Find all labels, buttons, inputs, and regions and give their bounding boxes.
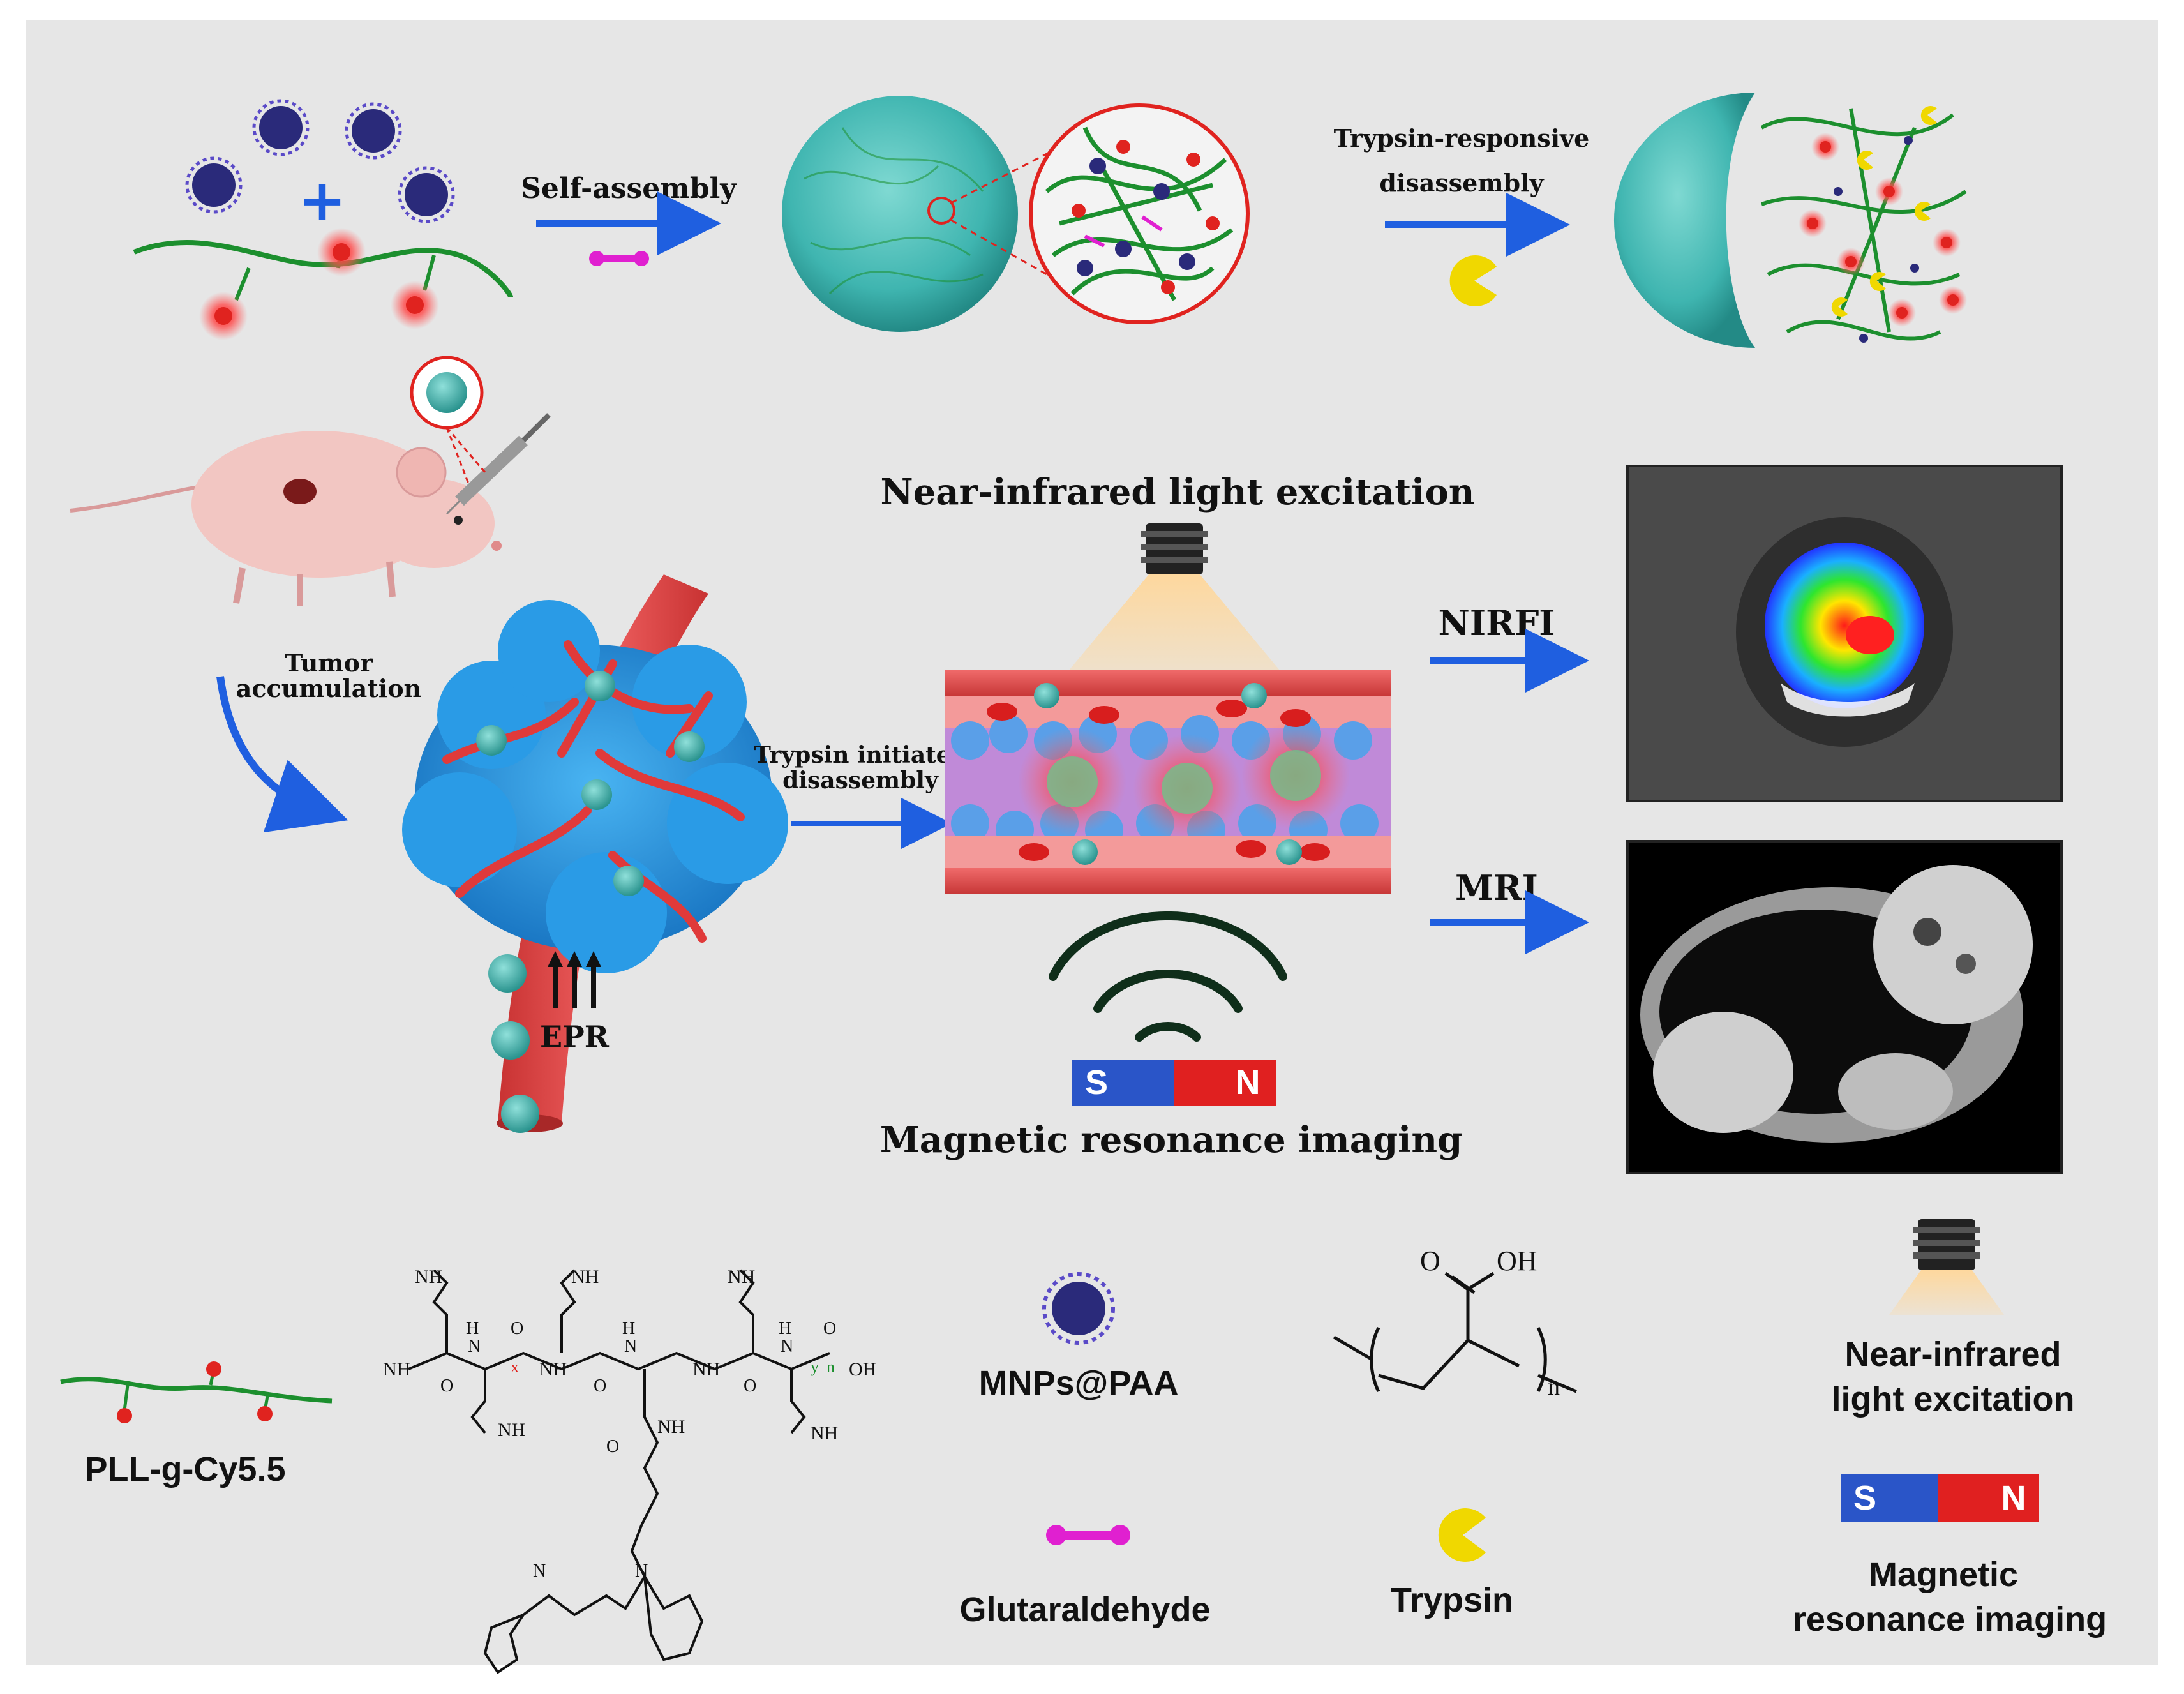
svg-text:NH: NH [415, 1266, 442, 1287]
nirfi-label: NIRFI [1438, 603, 1555, 643]
svg-text:x: x [511, 1358, 519, 1376]
mouse-illustration [70, 431, 502, 606]
svg-text:N: N [533, 1561, 546, 1581]
zoom-line-top [950, 126, 1098, 204]
svg-text:O: O [440, 1376, 453, 1396]
legend-magnet-n-label: N [2001, 1479, 2026, 1517]
mri-image [1626, 840, 2063, 1174]
nanoparticle-inset [410, 356, 486, 486]
svg-text:H: H [622, 1319, 635, 1338]
paa-structure [1333, 1271, 1577, 1393]
svg-text:n: n [826, 1358, 835, 1376]
magnet-s-label: S [1085, 1063, 1108, 1102]
svg-text:N: N [468, 1337, 481, 1356]
svg-text:NH: NH [657, 1416, 685, 1437]
magnet-n-label: N [1236, 1063, 1260, 1102]
vessel-cross-section [945, 670, 1391, 894]
mri-title: Magnetic resonance imaging [880, 1119, 1463, 1161]
legend-mri-label-line1: Magnetic [1869, 1555, 2018, 1594]
tumor-accumulation-label-line2: accumulation [236, 674, 421, 703]
trypsin-responsive-label-line2: disassembly [1379, 169, 1544, 197]
legend-nir-label-line2: light excitation [1831, 1380, 2074, 1418]
svg-text:N: N [624, 1337, 637, 1356]
chemical-structure [408, 1269, 830, 1674]
svg-text:NH: NH [571, 1266, 599, 1287]
tumor-accumulation-arrow [216, 676, 348, 833]
nir-lamp-icon [1141, 523, 1208, 574]
syringe-icon [445, 413, 551, 515]
svg-text:O: O [594, 1376, 606, 1396]
svg-text:NH: NH [498, 1420, 525, 1441]
svg-text:N: N [781, 1337, 793, 1356]
svg-text:H: H [779, 1319, 791, 1338]
legend-trypsin-icon [1438, 1508, 1486, 1562]
svg-text:O: O [823, 1319, 836, 1338]
legend-trypsin-label: Trypsin [1391, 1581, 1513, 1619]
mnps-cluster [185, 99, 455, 223]
pll-cy55-polymer [133, 228, 513, 340]
legend-nir-label-line1: Near-infrared [1844, 1335, 2061, 1374]
svg-text:O: O [511, 1319, 523, 1338]
svg-text:NH: NH [539, 1359, 567, 1380]
legend-nir-lamp-icon [1889, 1219, 2004, 1315]
nir-light-beam [1053, 574, 1296, 689]
svg-text:N: N [635, 1561, 648, 1581]
legend-mnps-label: MNPs@PAA [979, 1364, 1179, 1402]
legend-glutaraldehyde-icon [1046, 1525, 1130, 1545]
tumor-illustration [402, 574, 788, 1133]
magnetic-wave-icon [1049, 911, 1287, 1042]
svg-text:NH: NH [811, 1423, 838, 1444]
disassembling-nanoparticle [1613, 93, 1967, 348]
legend-mnps-icon [1042, 1272, 1115, 1345]
trypsin-initiated-label-line1: Trypsin initiated [754, 742, 967, 768]
nir-excitation-title: Near-infrared light excitation [880, 471, 1474, 513]
legend-magnet-icon: S N [1841, 1474, 2039, 1522]
svg-text:NH: NH [728, 1266, 755, 1287]
mri-label: MRI [1455, 867, 1538, 908]
svg-text:O: O [744, 1376, 756, 1396]
trypsin-pacman-icon [1449, 255, 1497, 307]
legend-pll-label: PLL-g-Cy5.5 [84, 1450, 285, 1488]
nirfi-image [1626, 465, 2063, 802]
self-assembly-label: Self-assembly [521, 172, 737, 205]
plus-sign: + [298, 167, 346, 234]
glutaraldehyde-symbol [589, 251, 649, 266]
assembled-nanoparticle [782, 96, 1018, 332]
trypsin-initiated-label-line2: disassembly [782, 767, 939, 794]
legend-magnet-s-label: S [1853, 1479, 1876, 1517]
svg-text:O: O [606, 1437, 619, 1457]
epr-arrows [548, 951, 601, 1008]
chemical-structure-labels: NH NH NH NH NH NH NH NH NH H N H N H N O… [383, 1266, 876, 1581]
trypsin-responsive-label-line1: Trypsin-responsive [1334, 124, 1590, 153]
svg-text:n: n [1548, 1374, 1560, 1400]
epr-label: EPR [540, 1019, 610, 1054]
svg-text:OH: OH [1497, 1245, 1537, 1277]
legend-mri-label-line2: resonance imaging [1793, 1600, 2107, 1638]
tumor-accumulation-label-line1: Tumor [285, 648, 373, 677]
magnet-icon: S N [1072, 1060, 1276, 1106]
legend-glutaraldehyde-label: Glutaraldehyde [959, 1591, 1210, 1629]
legend-pll-symbol [60, 1361, 333, 1423]
svg-text:y: y [811, 1358, 819, 1376]
svg-text:O: O [1420, 1245, 1440, 1277]
svg-text:NH: NH [692, 1359, 720, 1380]
svg-text:OH: OH [849, 1359, 876, 1380]
svg-text:H: H [466, 1319, 479, 1338]
zoom-inset [1029, 103, 1250, 324]
svg-text:NH: NH [383, 1359, 410, 1380]
